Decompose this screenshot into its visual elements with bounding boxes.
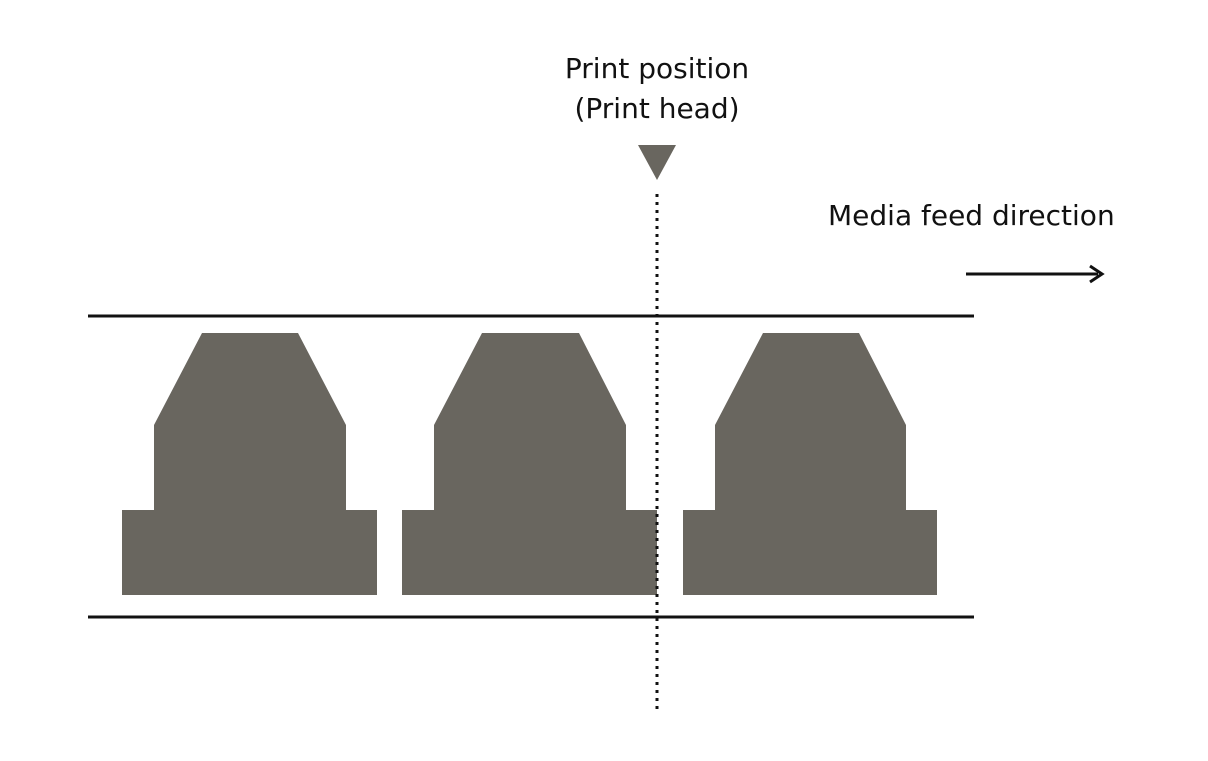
media-label-shape (402, 333, 657, 595)
print-head-marker-icon (638, 145, 676, 180)
feed-direction-arrow-icon (966, 264, 1105, 284)
media-feed-direction-label: Media feed direction (828, 199, 1115, 232)
print-position-label: Print position (565, 52, 749, 85)
print-head-label: (Print head) (574, 92, 739, 125)
media-label-shape (683, 333, 937, 595)
media-label-shape (122, 333, 377, 595)
